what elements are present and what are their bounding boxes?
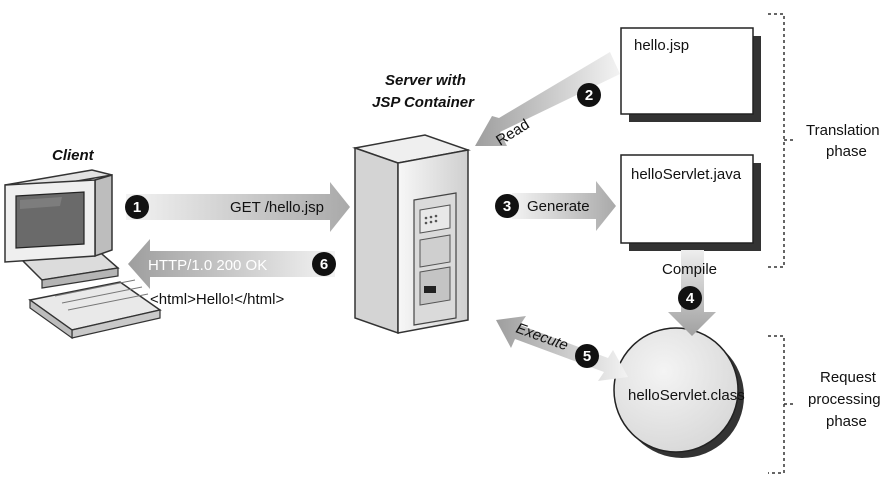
request-phase-line1: Request <box>820 369 877 386</box>
translation-phase-bracket <box>768 13 794 268</box>
step-3-number: 3 <box>503 198 511 215</box>
client-label: Client <box>52 147 95 164</box>
step-6-badge: 6 <box>312 252 336 276</box>
client-computer-icon <box>4 169 162 340</box>
server-icon <box>352 134 471 335</box>
hello-jsp-box: hello.jsp <box>620 27 761 122</box>
hello-servlet-java-box: helloServlet.java <box>620 154 761 251</box>
get-request-arrow <box>126 182 350 232</box>
request-phase-line2: processing <box>808 391 881 408</box>
hello-servlet-class-label: helloServlet.class <box>628 387 745 404</box>
hello-servlet-java-label: helloServlet.java <box>631 166 742 183</box>
step-1-number: 1 <box>133 199 141 216</box>
translation-phase-line2: phase <box>826 143 867 160</box>
step-3-badge: 3 <box>495 194 519 218</box>
read-arrow <box>475 52 620 146</box>
step-6-number: 6 <box>320 256 328 273</box>
step-5-badge: 5 <box>575 344 599 368</box>
generate-arrow <box>512 181 616 231</box>
step-1-badge: 1 <box>125 195 149 219</box>
request-phase-bracket <box>768 335 794 474</box>
step-6-label: HTTP/1.0 200 OK <box>148 257 267 274</box>
server-label-line2: JSP Container <box>372 94 475 111</box>
step-4-badge: 4 <box>678 286 702 310</box>
step-4-label: Compile <box>662 261 717 278</box>
request-phase-line3: phase <box>826 413 867 430</box>
response-body-label: <html>Hello!</html> <box>150 291 284 308</box>
step-1-label: GET /hello.jsp <box>230 199 324 216</box>
hello-jsp-label: hello.jsp <box>634 37 689 54</box>
step-2-number: 2 <box>585 87 593 104</box>
step-2-badge: 2 <box>577 83 601 107</box>
step-5-label: Execute <box>514 320 571 355</box>
server-label-line1: Server with <box>385 72 466 89</box>
translation-phase-line1: Translation <box>806 122 880 139</box>
step-4-number: 4 <box>686 290 695 307</box>
step-3-label: Generate <box>527 198 590 215</box>
http-response-arrow <box>128 239 335 289</box>
step-5-number: 5 <box>583 348 591 365</box>
hello-servlet-class-circle: helloServlet.class <box>613 327 745 458</box>
